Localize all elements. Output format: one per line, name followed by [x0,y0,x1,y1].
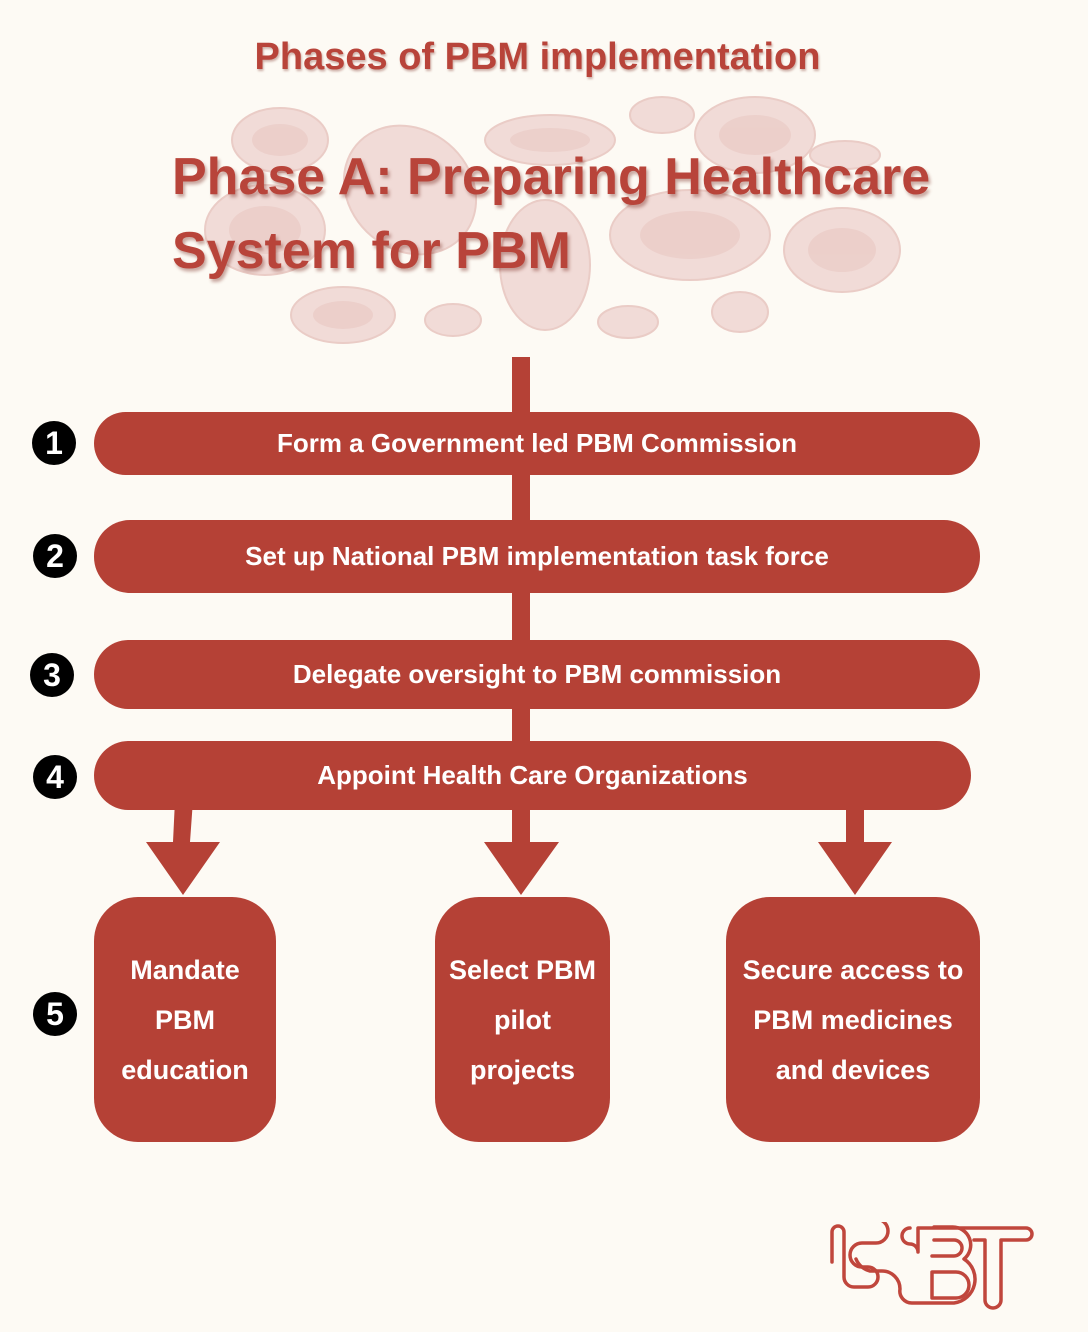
arrow-down-left [146,800,220,895]
outcome-box-pilot-projects: Select PBM pilot projects [435,897,610,1142]
isbt-logo [830,1222,1034,1310]
step-4-box: Appoint Health Care Organizations [94,741,971,810]
outcome-line: PBM medicines [753,1004,953,1035]
step-number-3: 3 [30,653,74,697]
step-number-4: 4 [33,755,77,799]
outcome-box-medicines-devices: Secure access to PBM medicines and devic… [726,897,980,1142]
step-number-1: 1 [32,421,76,465]
step-3-box: Delegate oversight to PBM commission [94,640,980,709]
outcome-line: and devices [775,1054,931,1085]
arrow-down-center [484,800,559,895]
outcome-line: PBM [155,1004,215,1035]
outcome-line: projects [469,1054,576,1085]
page-title: Phases of PBM implementation [254,36,821,78]
phase-title: Phase A: Preparing Healthcare System for… [172,140,972,288]
outcome-line: education [121,1054,249,1085]
step-1-box: Form a Government led PBM Commission [94,412,980,475]
step-number-5: 5 [33,992,77,1036]
outcome-line: pilot [494,1004,551,1035]
outcome-line: Mandate [130,954,240,985]
arrow-down-right [818,800,892,895]
arrows [146,800,892,895]
step-number-2: 2 [33,534,77,578]
phase-title-line-1: Phase A: Preparing Healthcare [172,148,931,206]
outcome-line: Select PBM [448,954,597,985]
outcome-line: Secure access to [742,954,964,985]
phase-title-line-2: System for PBM [172,222,571,280]
blood-cells-decoration [204,96,901,344]
outcome-box-education: Mandate PBM education [94,897,276,1142]
step-2-box: Set up National PBM implementation task … [94,520,980,593]
